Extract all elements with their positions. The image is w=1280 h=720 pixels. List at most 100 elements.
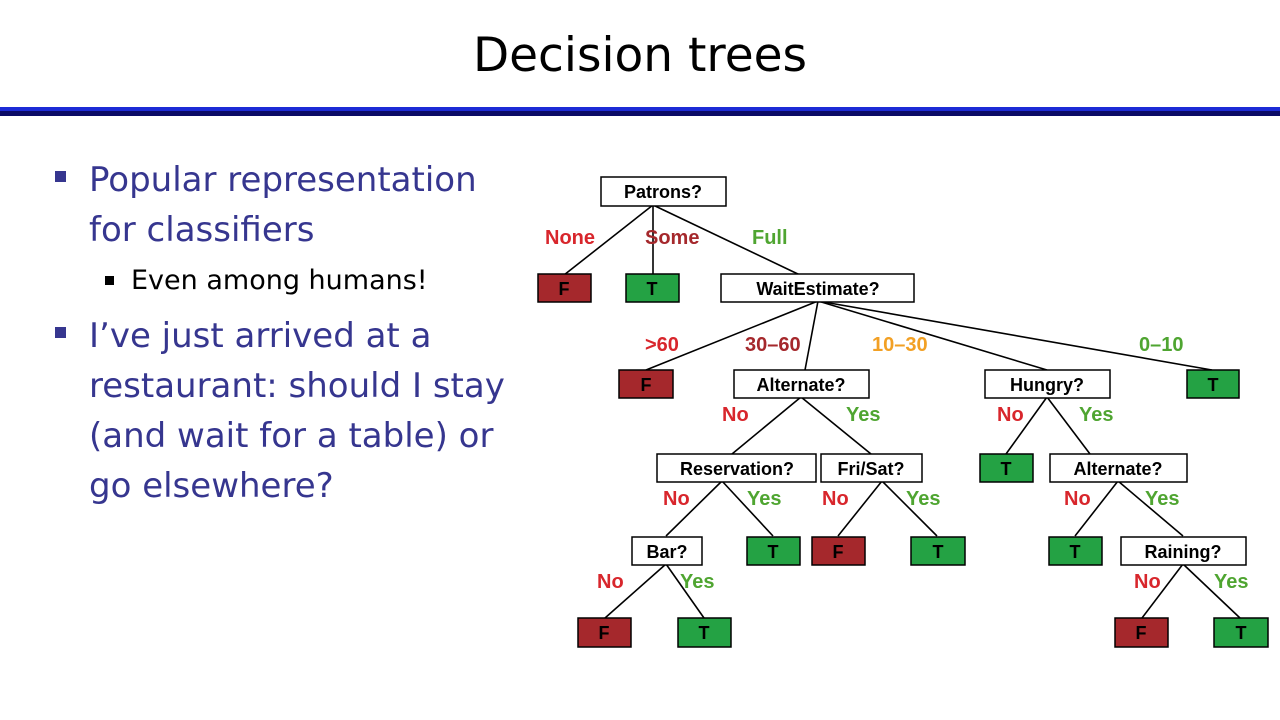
edge-bar-no — [604, 563, 667, 619]
leaf-label: F — [1136, 623, 1147, 643]
node-bar-label: Bar? — [646, 542, 687, 562]
bullet-marker — [55, 171, 66, 182]
edge-label-no: No — [822, 488, 849, 510]
edge-label-yes: Yes — [1145, 488, 1179, 510]
edge-bar-yes — [665, 563, 705, 619]
edge-hungry-no — [1005, 396, 1048, 455]
node-waitestimate: WaitEstimate? — [720, 273, 915, 303]
leaf-reservation-yes-t: T — [746, 536, 801, 566]
edge-label-full: Full — [752, 227, 788, 249]
leaf-label: F — [833, 542, 844, 562]
leaf-alt2-no-t: T — [1048, 536, 1103, 566]
sub-bullet-marker — [105, 276, 114, 285]
leaf-frisat-no-f: F — [811, 536, 866, 566]
node-bar: Bar? — [631, 536, 703, 566]
edge-alt2-yes — [1117, 480, 1184, 537]
edge-label-no: No — [997, 404, 1024, 426]
edge-label-yes: Yes — [1079, 404, 1113, 426]
node-alternate-2-label: Alternate? — [1073, 459, 1162, 479]
leaf-some-t: T — [625, 273, 680, 303]
edge-wait-0-10 — [817, 300, 1213, 371]
edge-raining-yes — [1182, 563, 1241, 619]
edge-res-no — [665, 480, 723, 537]
bullet-text: I’ve just arrived at a restaurant: shoul… — [89, 316, 505, 506]
slide-title: Decision trees — [472, 28, 808, 83]
leaf-label: T — [1208, 375, 1219, 395]
bullet-item: Popular representation for classifiers — [55, 155, 525, 255]
edge-patrons-full — [652, 204, 801, 276]
leaf-label: T — [768, 542, 779, 562]
edge-label-yes: Yes — [846, 404, 880, 426]
edge-patrons-none — [563, 204, 654, 276]
edge-label-0-10: 0–10 — [1139, 334, 1184, 356]
bullet-list: Popular representation for classifiers E… — [55, 155, 525, 517]
leaf-raining-no-f: F — [1114, 617, 1169, 648]
edge-wait-30-60 — [804, 300, 819, 371]
edge-alt1-yes — [800, 396, 872, 455]
edge-wait-gt60 — [645, 300, 819, 371]
node-reservation-label: Reservation? — [680, 459, 794, 479]
sub-bullet-item: Even among humans! — [55, 261, 525, 301]
node-reservation: Reservation? — [656, 453, 817, 483]
node-frisat-label: Fri/Sat? — [837, 459, 904, 479]
edge-frisat-yes — [881, 480, 938, 537]
edge-label-no: No — [722, 404, 749, 426]
leaf-raining-yes-t: T — [1213, 617, 1269, 648]
edge-wait-10-30 — [817, 300, 1048, 371]
edge-label-gt60: >60 — [645, 334, 679, 356]
edge-label-10-30: 10–30 — [872, 334, 928, 356]
edge-label-none: None — [545, 227, 595, 249]
edge-raining-no — [1141, 563, 1184, 619]
node-waitestimate-label: WaitEstimate? — [756, 279, 879, 299]
leaf-label: T — [647, 279, 658, 299]
leaf-0-10-t: T — [1186, 369, 1240, 399]
node-frisat: Fri/Sat? — [820, 453, 923, 483]
bullet-item: I’ve just arrived at a restaurant: shoul… — [55, 311, 525, 511]
leaf-label: F — [559, 279, 570, 299]
node-raining-label: Raining? — [1145, 542, 1222, 562]
edge-alt1-no — [731, 396, 802, 455]
node-alternate-2: Alternate? — [1049, 453, 1188, 483]
edge-alt2-no — [1074, 480, 1119, 537]
edge-label-no: No — [597, 571, 624, 593]
leaf-label: T — [1070, 542, 1081, 562]
sub-bullet-text: Even among humans! — [131, 265, 428, 296]
title-rule-accent — [0, 107, 1280, 111]
leaf-bar-no-f: F — [577, 617, 632, 648]
node-hungry-label: Hungry? — [1010, 375, 1084, 395]
edge-labels: None Some Full >60 30–60 10–30 0–10 No Y… — [545, 227, 1248, 593]
node-patrons-label: Patrons? — [624, 182, 702, 202]
edge-label-yes: Yes — [906, 488, 940, 510]
edge-label-yes: Yes — [680, 571, 714, 593]
leaf-label: F — [599, 623, 610, 643]
leaf-gt60-f: F — [618, 369, 674, 399]
node-alternate: Alternate? — [733, 369, 870, 399]
edge-label-some: Some — [645, 227, 699, 249]
node-patrons: Patrons? — [600, 176, 727, 207]
node-hungry: Hungry? — [984, 369, 1111, 399]
leaf-label: T — [933, 542, 944, 562]
edge-res-yes — [721, 480, 774, 537]
node-raining: Raining? — [1120, 536, 1247, 566]
edge-label-yes: Yes — [1214, 571, 1248, 593]
tree-edges — [563, 204, 1241, 619]
leaf-frisat-yes-t: T — [910, 536, 966, 566]
leaf-label: T — [699, 623, 710, 643]
node-alternate-label: Alternate? — [756, 375, 845, 395]
edge-label-no: No — [663, 488, 690, 510]
bullet-text: Popular representation for classifiers — [89, 160, 477, 250]
leaf-bar-yes-t: T — [677, 617, 732, 648]
edge-label-no: No — [1134, 571, 1161, 593]
bullet-marker — [55, 327, 66, 338]
leaf-label: T — [1001, 459, 1012, 479]
edge-hungry-yes — [1046, 396, 1091, 455]
leaf-none-f: F — [537, 273, 592, 303]
edge-label-no: No — [1064, 488, 1091, 510]
edge-frisat-no — [837, 480, 883, 537]
title-rule — [0, 107, 1280, 116]
edge-label-30-60: 30–60 — [745, 334, 801, 356]
leaf-label: F — [641, 375, 652, 395]
leaf-label: T — [1236, 623, 1247, 643]
leaf-hungry-no-t: T — [979, 453, 1034, 483]
